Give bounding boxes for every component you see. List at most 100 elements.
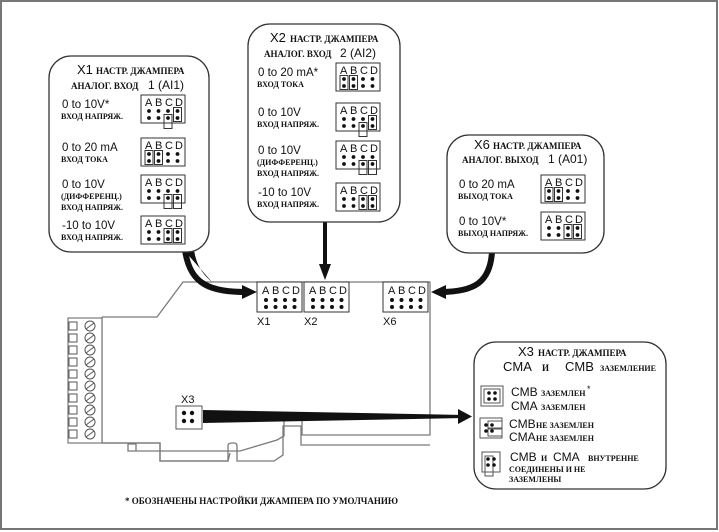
pin — [361, 162, 365, 166]
column-letter: D — [575, 214, 583, 226]
panel-x6-code: 1 (A01) — [548, 152, 587, 166]
column-letter: B — [319, 285, 326, 297]
pin — [370, 197, 375, 201]
pin — [342, 162, 346, 166]
column-letter: D — [370, 143, 378, 155]
terminal-square — [68, 369, 78, 379]
column-letter: A — [340, 65, 348, 77]
pin — [351, 77, 356, 81]
pin — [351, 117, 356, 121]
jumper-cap — [573, 224, 582, 239]
pin — [370, 84, 375, 88]
column-letter: A — [145, 140, 153, 152]
pin — [147, 189, 151, 193]
pin — [147, 116, 151, 120]
pin — [166, 152, 170, 156]
pin — [166, 196, 170, 200]
pin — [175, 116, 180, 120]
column-letter: B — [350, 105, 357, 117]
panel-x1-title: НАСТР. ДЖАМПЕРА — [96, 66, 185, 76]
pin — [566, 226, 570, 230]
column-letter: D — [292, 285, 300, 297]
column-letter: A — [388, 285, 396, 297]
x3-opt2-l2-code: CMA — [509, 430, 536, 444]
option-desc: ВХОД НАПРЯЖ. — [61, 203, 123, 212]
pin — [575, 233, 580, 237]
pin — [556, 189, 561, 193]
pin — [166, 189, 170, 193]
column-letter: C — [165, 218, 173, 230]
x3-opt3-l1-code2: CMA — [553, 450, 580, 464]
x3-opt1-star: * — [587, 384, 591, 394]
x3-option-3: CMB И CMA ВНУТРЕННЕ СОЕДИНЕНЫ И НЕ ЗАЗЕМ… — [481, 450, 639, 484]
column-letter: C — [360, 143, 368, 155]
pin — [361, 204, 365, 208]
column-letter: A — [545, 214, 553, 226]
column-letter: A — [145, 218, 153, 230]
pin — [361, 155, 365, 159]
column-letter: D — [175, 218, 183, 230]
option-value: 0 to 10V — [62, 179, 105, 191]
pin — [156, 230, 161, 234]
panel-x1-id: X1 — [77, 62, 93, 77]
x3-opt1-l2-text: ЗАЗЕМЛЕН — [541, 403, 586, 412]
jumper-cap — [349, 75, 358, 90]
jumper-cap — [563, 224, 573, 239]
pin — [361, 197, 365, 201]
pin — [156, 237, 161, 241]
x3-arrow — [203, 409, 472, 424]
panel-x6-title: НАСТР. ДЖАМПЕРА — [493, 141, 582, 151]
option-desc: ВХОД НАПРЯЖ. — [257, 120, 319, 129]
pin — [351, 155, 356, 159]
jumper-cap — [368, 115, 377, 130]
pin — [175, 230, 180, 234]
column-letter: D — [175, 97, 183, 109]
pin — [566, 233, 570, 237]
pin — [175, 159, 180, 163]
pin — [166, 109, 170, 113]
option-value: 0 to 10V* — [62, 99, 110, 111]
pin — [147, 109, 151, 113]
pin — [166, 159, 170, 163]
column-letter: C — [408, 285, 416, 297]
pin — [399, 298, 404, 302]
x2-arrow — [319, 222, 331, 280]
pin — [370, 117, 375, 121]
terminal-square — [68, 417, 78, 427]
pin — [175, 152, 180, 156]
x3-opt3-l3-text: ЗАЗЕМЛЕНЫ — [509, 475, 561, 484]
panel-x3-id: X3 — [518, 344, 534, 359]
jumper-cap — [154, 150, 163, 165]
option-desc: ВХОД НАПРЯЖ. — [61, 112, 123, 121]
column-letter: B — [350, 185, 357, 197]
column-letter: A — [340, 143, 348, 155]
pin — [339, 298, 344, 302]
connector-label: X2 — [304, 316, 317, 328]
board-edge — [102, 425, 430, 462]
pin — [342, 197, 346, 201]
x3-opt2-l1-text: НЕ ЗАЗЕМЛЕН — [536, 421, 595, 430]
column-letter: B — [155, 177, 162, 189]
pin — [166, 237, 170, 241]
pin — [330, 305, 334, 309]
column-letter: D — [339, 285, 347, 297]
jumper-cap — [163, 228, 173, 243]
option-desc: ВЫХОД НАПРЯЖ. — [458, 229, 528, 238]
x3-opt3-l1-and: И — [541, 454, 548, 463]
pin — [418, 305, 423, 309]
panel-x2-subtitle: АНАЛОГ. ВХОД — [264, 49, 332, 59]
pin — [156, 189, 161, 193]
pin — [175, 189, 180, 193]
x3-opt3-l1-code: CMB — [510, 450, 537, 464]
x3-option-2: CMB НЕ ЗАЗЕМЛЕН CMA НЕ ЗАЗЕМЛЕН — [479, 417, 595, 444]
panel-x3-header: X3 НАСТР. ДЖАМПЕРА CMA И CMB ЗАЗЕМЛЕНИЕ — [503, 344, 656, 374]
